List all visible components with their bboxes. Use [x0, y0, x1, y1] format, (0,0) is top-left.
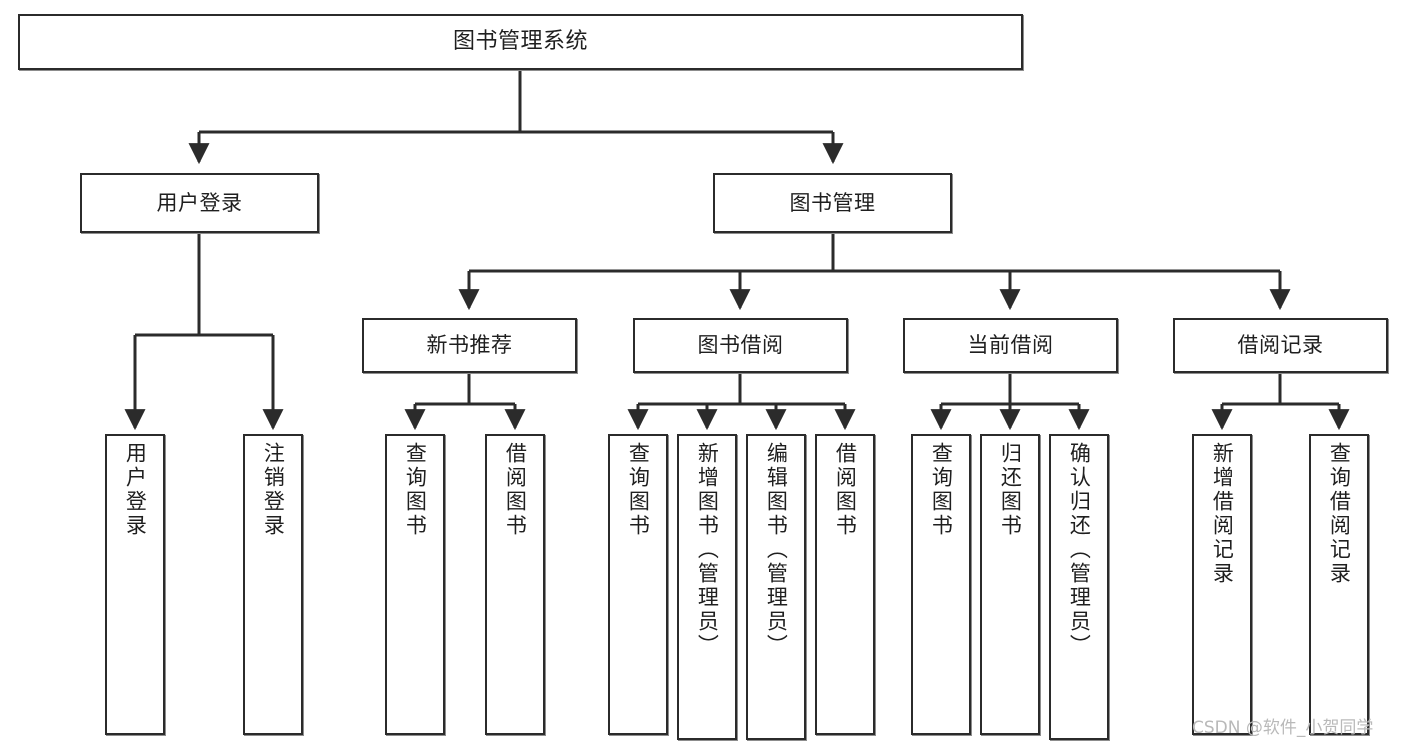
node-borrow-record[interactable]: 借阅记录 [1173, 318, 1388, 373]
leaf-query-borrow-record-label: 查询借阅记录 [1327, 442, 1352, 586]
leaf-query-book-current-label: 查询图书 [929, 442, 954, 538]
node-book-management[interactable]: 图书管理 [713, 173, 952, 233]
leaf-query-book-rec-label: 查询图书 [403, 442, 428, 538]
leaf-logout-label: 注销登录 [261, 442, 286, 538]
node-current-borrow-label: 当前借阅 [967, 333, 1054, 358]
leaf-query-book-rec[interactable]: 查询图书 [385, 434, 445, 735]
csdn-watermark: CSDN @软件_小贺同学 [1192, 718, 1374, 738]
leaf-borrow-book[interactable]: 借阅图书 [815, 434, 875, 735]
node-root[interactable]: 图书管理系统 [18, 14, 1023, 70]
leaf-borrow-book-rec-label: 借阅图书 [503, 442, 528, 538]
leaf-query-borrow-record[interactable]: 查询借阅记录 [1309, 434, 1369, 735]
node-user-login[interactable]: 用户登录 [80, 173, 319, 233]
node-current-borrow[interactable]: 当前借阅 [903, 318, 1118, 373]
node-user-login-label: 用户登录 [156, 190, 243, 215]
leaf-edit-book-admin-label: 编辑图书（管理员） [764, 442, 789, 658]
node-book-management-label: 图书管理 [789, 190, 876, 215]
leaf-query-book-borrow-label: 查询图书 [626, 442, 651, 538]
node-new-book-recommendation[interactable]: 新书推荐 [362, 318, 577, 373]
node-book-borrow[interactable]: 图书借阅 [633, 318, 848, 373]
leaf-borrow-book-rec[interactable]: 借阅图书 [485, 434, 545, 735]
leaf-logout[interactable]: 注销登录 [243, 434, 303, 735]
leaf-edit-book-admin[interactable]: 编辑图书（管理员） [746, 434, 806, 740]
leaf-user-login-label: 用户登录 [123, 442, 148, 538]
leaf-borrow-book-label: 借阅图书 [833, 442, 858, 538]
node-new-book-recommendation-label: 新书推荐 [426, 333, 513, 358]
leaf-return-book-label: 归还图书 [998, 442, 1023, 538]
leaf-user-login[interactable]: 用户登录 [105, 434, 165, 735]
leaf-query-book-current[interactable]: 查询图书 [911, 434, 971, 735]
leaf-confirm-return-admin[interactable]: 确认归还（管理员） [1049, 434, 1109, 740]
leaf-confirm-return-admin-label: 确认归还（管理员） [1067, 442, 1092, 658]
leaf-return-book[interactable]: 归还图书 [980, 434, 1040, 735]
leaf-add-book-admin-label: 新增图书（管理员） [695, 442, 720, 658]
node-borrow-record-label: 借阅记录 [1237, 333, 1324, 358]
node-root-label: 图书管理系统 [452, 29, 588, 55]
leaf-add-book-admin[interactable]: 新增图书（管理员） [677, 434, 737, 740]
node-book-borrow-label: 图书借阅 [697, 333, 784, 358]
leaf-add-borrow-record[interactable]: 新增借阅记录 [1192, 434, 1252, 735]
leaf-query-book-borrow[interactable]: 查询图书 [608, 434, 668, 735]
leaf-add-borrow-record-label: 新增借阅记录 [1210, 442, 1235, 586]
